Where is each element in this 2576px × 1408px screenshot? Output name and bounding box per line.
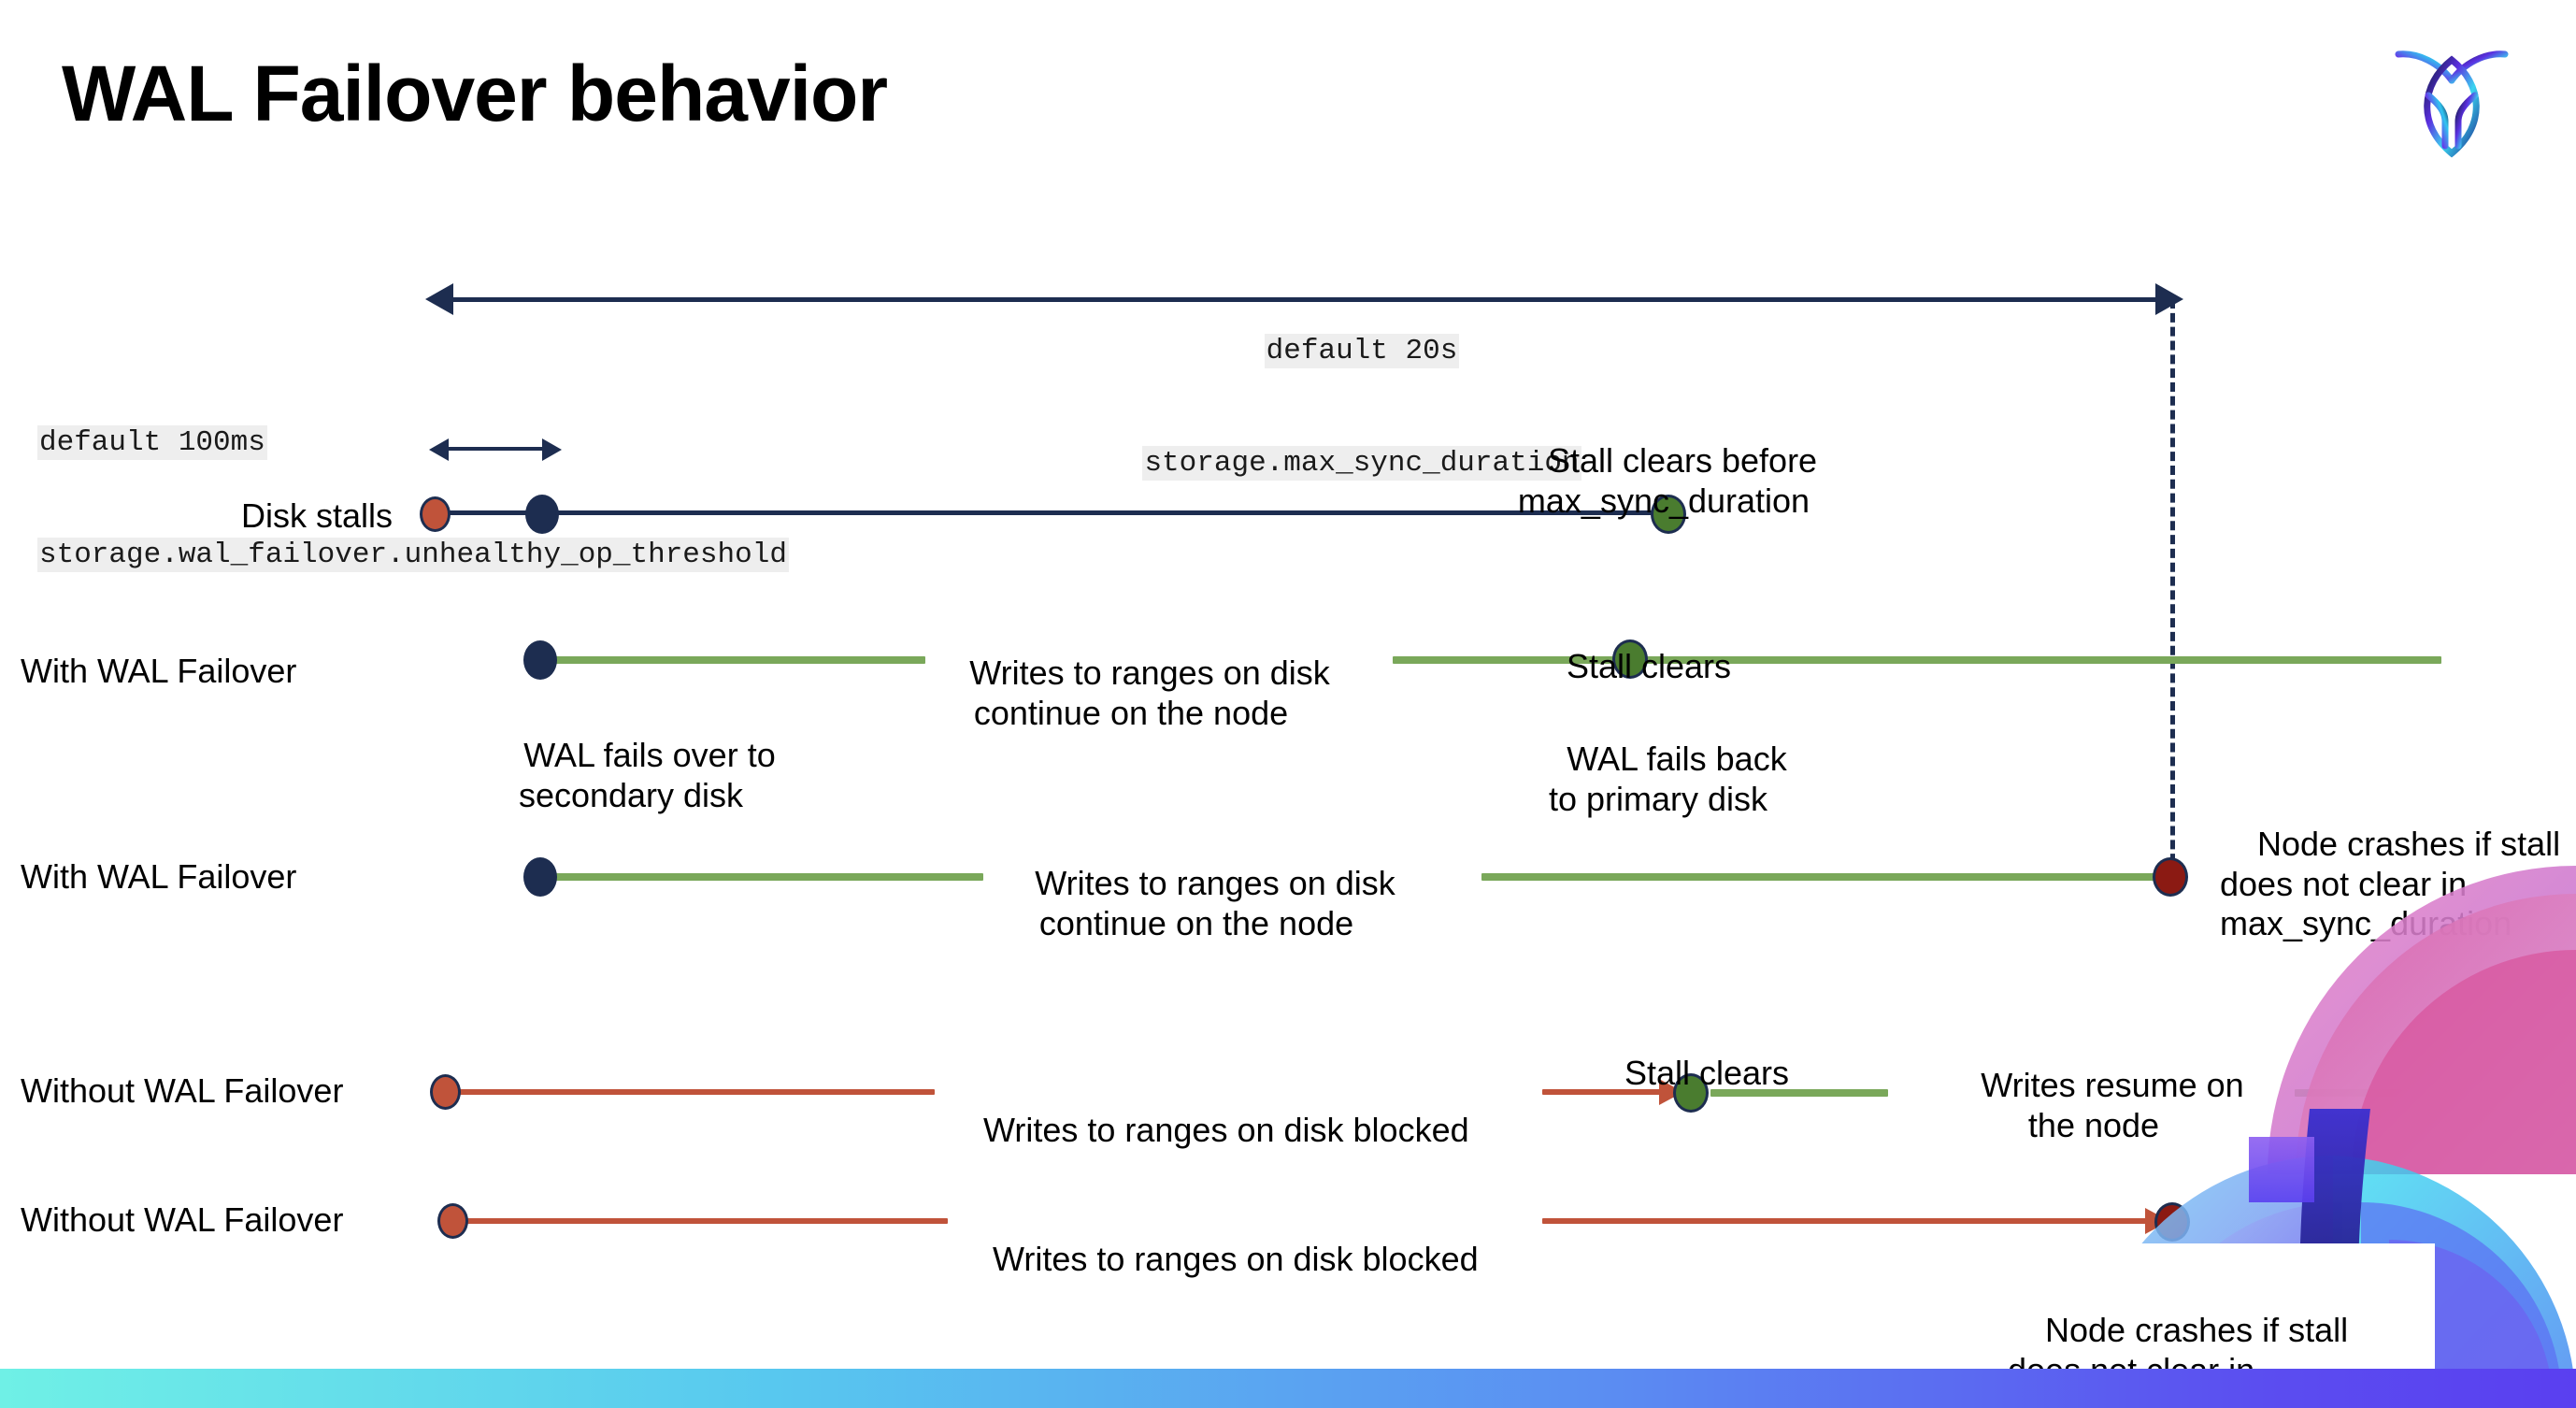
unhealthy-op-threshold-setting: storage.wal_failover.unhealthy_op_thresh… — [37, 538, 789, 573]
note-writes-resume: Writes resume on the node — [1925, 1027, 2262, 1185]
without-wal-failover-1-seg-d — [2295, 1089, 2402, 1097]
without-wal-failover-2-crash-dot — [2154, 1202, 2190, 1242]
without-wal-failover-2-seg-b — [1542, 1218, 2154, 1224]
row-label-with-wal-failover-1: With WAL Failover — [21, 652, 297, 690]
max-sync-duration-default: default 20s — [1264, 333, 1460, 368]
note-writes-continue-1-text: Writes to ranges on disk continue on the… — [969, 654, 1330, 732]
row-label-disk-stalls: Disk stalls — [240, 496, 393, 535]
note-wal-fails-back-text: WAL fails back to primary disk — [1548, 740, 1787, 818]
note-writes-continue-2: Writes to ranges on disk continue on the… — [991, 825, 1402, 984]
note-node-crashes-1-text: Node crashes if stall does not clear in … — [2220, 825, 2561, 943]
with-wal-failover-2-crash-dot — [2153, 857, 2188, 897]
page-title: WAL Failover behavior — [62, 50, 888, 137]
note-stall-clears-1-text: Stall clears — [1566, 647, 1732, 686]
row-label-without-wal-failover-2: Without WAL Failover — [21, 1200, 344, 1239]
with-wal-failover-2-seg-a — [535, 873, 983, 881]
max-sync-duration-arrow-right — [2155, 283, 2183, 315]
note-node-crashes-1: Node crashes if stall does not clear in … — [2220, 785, 2575, 984]
cockroachdb-logo-icon — [2391, 28, 2512, 159]
max-sync-duration-dashed-guide — [2170, 299, 2175, 877]
row-label-with-wal-failover-2: With WAL Failover — [21, 857, 297, 896]
with-wal-failover-2-seg-b — [1481, 873, 2173, 881]
without-wal-failover-1-seg-a — [449, 1089, 935, 1095]
without-wal-failover-1-seg-b — [1542, 1089, 1664, 1095]
note-stall-clears-before: Stall clears before max_sync_duration — [1496, 402, 1832, 561]
disk-stalls-start-dot — [420, 496, 451, 532]
without-wal-failover-2-seg-a — [462, 1218, 948, 1224]
bottom-gradient-bar — [0, 1369, 2576, 1408]
with-wal-failover-2-start-dot — [523, 857, 557, 897]
note-writes-resume-text: Writes resume on the node — [1981, 1066, 2244, 1144]
note-wal-fails-back: WAL fails back to primary disk — [1509, 700, 1808, 859]
unhealthy-op-threshold-default: default 100ms — [37, 424, 267, 460]
row-label-without-wal-failover-1: Without WAL Failover — [21, 1071, 344, 1110]
note-writes-continue-2-text: Writes to ranges on disk continue on the… — [1035, 864, 1395, 942]
max-sync-duration-annotation: default 20s storage.max_sync_duration — [1142, 257, 1581, 558]
unhealthy-op-threshold-annotation: default 100ms storage.wal_failover.unhea… — [37, 349, 879, 650]
disk-stalls-timeline — [435, 510, 1668, 515]
with-wal-failover-1-clears-dot — [1612, 639, 1648, 679]
disk-stalls-clears-dot — [1651, 495, 1686, 534]
unhealthy-op-threshold-arrow-right — [542, 438, 562, 461]
note-stall-clears-2: Stall clears — [1520, 1014, 1856, 1133]
max-sync-duration-setting: storage.max_sync_duration — [1142, 446, 1581, 481]
without-wal-failover-1-start-dot — [430, 1074, 461, 1110]
note-stall-clears-2-text: Stall clears — [1624, 1054, 1790, 1093]
with-wal-failover-1-start-dot — [523, 640, 557, 680]
note-writes-blocked-1-text: Writes to ranges on disk blocked — [983, 1111, 1469, 1150]
note-wal-fails-over: WAL fails over to secondary disk — [467, 697, 794, 855]
note-stall-clears-before-text: Stall clears before max_sync_duration — [1517, 441, 1818, 520]
with-wal-failover-1-seg-b — [1393, 656, 2441, 664]
unhealthy-op-threshold-arrow-left — [429, 438, 449, 461]
max-sync-duration-arrow-line — [452, 297, 2157, 302]
note-wal-fails-over-text: WAL fails over to secondary disk — [518, 736, 776, 814]
with-wal-failover-1-seg-a — [535, 656, 925, 664]
unhealthy-op-threshold-arrow-line — [447, 447, 544, 451]
disk-stalls-failover-dot — [525, 495, 559, 534]
max-sync-duration-arrow-left — [425, 283, 453, 315]
note-writes-continue-1: Writes to ranges on disk continue on the… — [925, 614, 1337, 773]
without-wal-failover-2-start-dot — [437, 1203, 468, 1239]
without-wal-failover-1-seg-c — [1710, 1089, 1888, 1097]
without-wal-failover-1-clears-dot — [1673, 1073, 1709, 1113]
note-writes-blocked-2-text: Writes to ranges on disk blocked — [993, 1240, 1479, 1279]
note-writes-blocked-1: Writes to ranges on disk blocked — [946, 1071, 1525, 1190]
note-stall-clears-1: Stall clears — [1518, 608, 1742, 726]
note-writes-blocked-2: Writes to ranges on disk blocked — [955, 1200, 1535, 1319]
